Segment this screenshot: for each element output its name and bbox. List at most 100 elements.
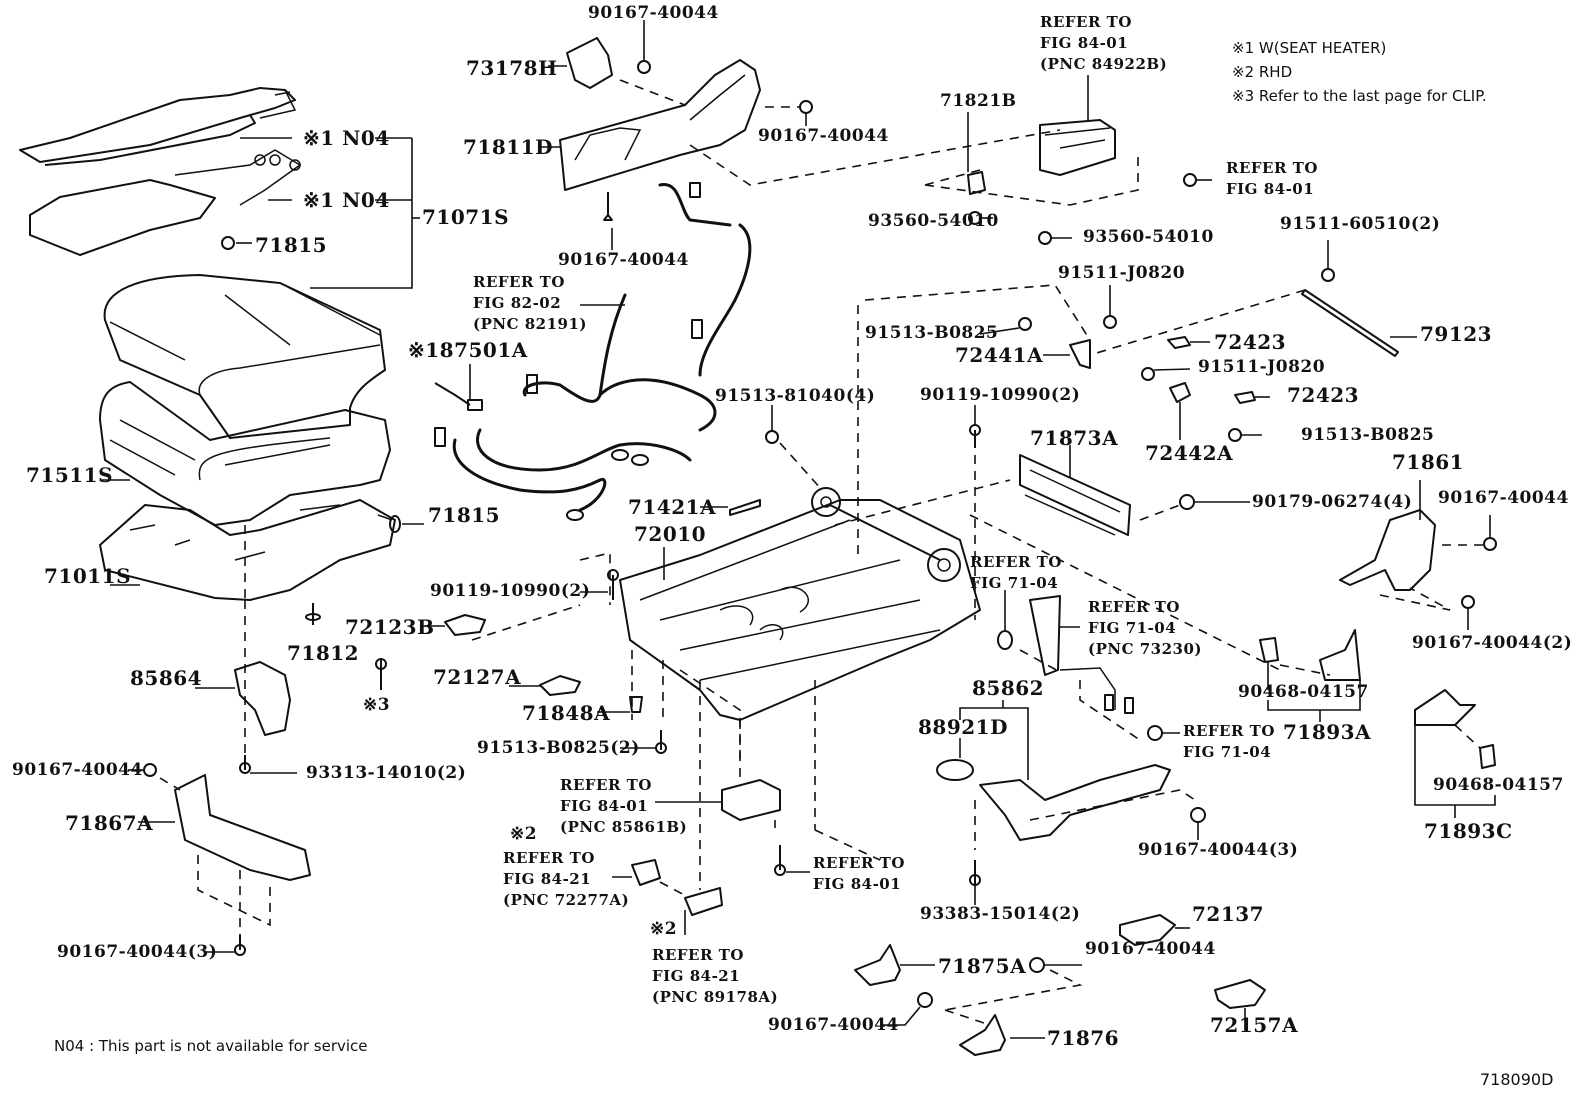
part-label[interactable]: 90119-10990(2) <box>430 581 591 601</box>
refer-line: FIG 84-21 <box>503 870 592 888</box>
part-label[interactable]: 91513-B0825 <box>1301 425 1435 445</box>
refer-line: (PNC 72277A) <box>503 891 630 909</box>
refer-line: (PNC 84922B) <box>1040 55 1168 73</box>
refer-line: REFER TO <box>970 553 1062 571</box>
clip-72123B <box>444 614 486 636</box>
part-label[interactable]: 71815 <box>428 503 501 527</box>
part-label[interactable]: 79123 <box>1420 322 1493 346</box>
part-label[interactable]: 90167-40044 <box>588 3 719 23</box>
refer-line: (PNC 82191) <box>473 315 588 333</box>
part-label[interactable]: 90167-40044(2) <box>1412 633 1573 653</box>
refer-to-fig-84-01[interactable]: REFER TO FIG 84-01 <box>813 853 905 895</box>
part-label[interactable]: 93560-54010 <box>868 211 999 231</box>
part-label[interactable]: 90167-40044(3) <box>1138 840 1299 860</box>
part-label[interactable]: 85862 <box>972 676 1045 700</box>
bracket-71876 <box>959 1014 1006 1056</box>
seat-wire-harness <box>434 182 752 521</box>
part-label[interactable]: 71071S <box>422 205 510 229</box>
refer-to-fig-71-04[interactable]: REFER TO FIG 71-04 (PNC 73230) <box>1088 597 1202 660</box>
part-label[interactable]: 71873A <box>1030 426 1119 450</box>
refer-line: REFER TO <box>473 273 565 291</box>
rod-79123 <box>1301 289 1399 357</box>
part-label[interactable]: 85864 <box>130 666 203 690</box>
part-label[interactable]: 72423 <box>1214 330 1287 354</box>
part-label[interactable]: 90468-04157 <box>1238 682 1369 702</box>
part-label[interactable]: 72442A <box>1145 441 1234 465</box>
part-label[interactable]: 90167-40044 <box>758 126 889 146</box>
seat-cushion-shield-inner <box>566 37 613 89</box>
part-label[interactable]: 90119-10990(2) <box>920 385 1081 405</box>
refer-to-fig-84-21[interactable]: REFER TO FIG 84-21 (PNC 72277A) <box>503 848 629 911</box>
refer-to-fig-84-01[interactable]: REFER TO FIG 84-01 (PNC 84922B) <box>1040 12 1167 75</box>
part-label[interactable]: 71421A <box>628 495 717 519</box>
part-label[interactable]: ※187501A <box>408 338 528 362</box>
part-label[interactable]: 93383-15014(2) <box>920 904 1081 924</box>
part-label[interactable]: 91511-60510(2) <box>1280 214 1441 234</box>
part-label[interactable]: 90167-40044 <box>558 250 689 270</box>
part-label[interactable]: 72423 <box>1287 383 1360 407</box>
part-label[interactable]: 93313-14010(2) <box>306 763 467 783</box>
part-label[interactable]: 91511-J0820 <box>1198 357 1326 377</box>
refer-to-fig-84-01[interactable]: REFER TO FIG 84-01 <box>1226 158 1318 200</box>
part-label[interactable]: 71861 <box>1392 450 1465 474</box>
part-label[interactable]: 71875A <box>938 954 1027 978</box>
part-label[interactable]: 72157A <box>1210 1013 1299 1037</box>
part-label[interactable]: 90167-40044 <box>1438 488 1569 508</box>
part-label[interactable]: 72127A <box>433 665 522 689</box>
part-label[interactable]: 91513-81040(4) <box>715 386 876 406</box>
part-label[interactable]: 72010 <box>634 522 707 546</box>
part-label[interactable]: 71812 <box>287 641 360 665</box>
part-label[interactable]: 72137 <box>1192 902 1265 926</box>
clip-note-label: ※3 <box>363 695 391 715</box>
refer-line: REFER TO <box>560 776 652 794</box>
part-label[interactable]: 90167-40044 <box>12 760 143 780</box>
refer-line: (PNC 85861B) <box>560 818 688 836</box>
part-label[interactable]: 91513-B0825(2) <box>477 738 640 758</box>
refer-line: REFER TO <box>1088 598 1180 616</box>
seat-adjuster-assembly <box>619 487 981 721</box>
part-label[interactable]: 71893A <box>1283 720 1372 744</box>
n04-label: ※1 N04 <box>303 188 390 212</box>
part-label[interactable]: 71821B <box>940 91 1017 111</box>
refer-line: FIG 82-02 <box>473 294 562 312</box>
part-label[interactable]: 90167-40044 <box>1085 939 1216 959</box>
lumbar-switch-85862 <box>979 764 1171 841</box>
refer-line: (PNC 73230) <box>1088 640 1203 658</box>
part-label[interactable]: 71893C <box>1424 819 1513 843</box>
bracket-71821B <box>967 171 986 195</box>
refer-to-fig-71-04[interactable]: REFER TO FIG 71-04 <box>1183 721 1275 763</box>
refer-to-fig-82-02[interactable]: REFER TO FIG 82-02 (PNC 82191) <box>473 272 587 335</box>
part-label[interactable]: 71867A <box>65 811 154 835</box>
part-label[interactable]: 90468-04157 <box>1433 775 1564 795</box>
legend-item: ※3 Refer to the last page for CLIP. <box>1232 87 1487 105</box>
clip-71815-top <box>221 236 235 250</box>
lever-73230 <box>1029 595 1061 676</box>
part-label[interactable]: 72123B <box>345 615 435 639</box>
part-label[interactable]: 91513-B0825 <box>865 323 999 343</box>
part-label[interactable]: 88921D <box>918 715 1008 739</box>
refer-line: REFER TO <box>1226 159 1318 177</box>
refer-to-fig-84-21[interactable]: REFER TO FIG 84-21 (PNC 89178A) <box>652 945 778 1008</box>
refer-line: REFER TO <box>652 946 744 964</box>
part-label[interactable]: 71876 <box>1047 1026 1120 1050</box>
part-label[interactable]: 72441A <box>955 343 1044 367</box>
part-label[interactable]: 71848A <box>522 701 611 725</box>
refer-to-fig-71-04[interactable]: REFER TO FIG 71-04 <box>970 552 1062 594</box>
part-label[interactable]: 90179-06274(4) <box>1252 492 1413 512</box>
part-label[interactable]: 73178H <box>466 56 558 80</box>
part-label[interactable]: 71811D <box>463 135 553 159</box>
bracket-72441A <box>1069 339 1091 369</box>
part-label[interactable]: 91511-J0820 <box>1058 263 1186 283</box>
part-label[interactable]: 71815 <box>255 233 328 257</box>
clip-90468-a <box>1259 637 1279 663</box>
part-label[interactable]: 90167-40044 <box>768 1015 899 1035</box>
part-label[interactable]: 71011S <box>44 564 132 588</box>
recliner-cover-71861 <box>1339 509 1436 591</box>
part-label[interactable]: 93560-54010 <box>1083 227 1214 247</box>
refer-to-fig-84-01[interactable]: REFER TO FIG 84-01 (PNC 85861B) <box>560 775 687 838</box>
part-label[interactable]: 90167-40044(3) <box>57 942 218 962</box>
rhd-note-label: ※2 <box>650 919 678 939</box>
seat-heater-element-lower <box>29 149 302 256</box>
part-label[interactable]: 71511S <box>26 463 114 487</box>
